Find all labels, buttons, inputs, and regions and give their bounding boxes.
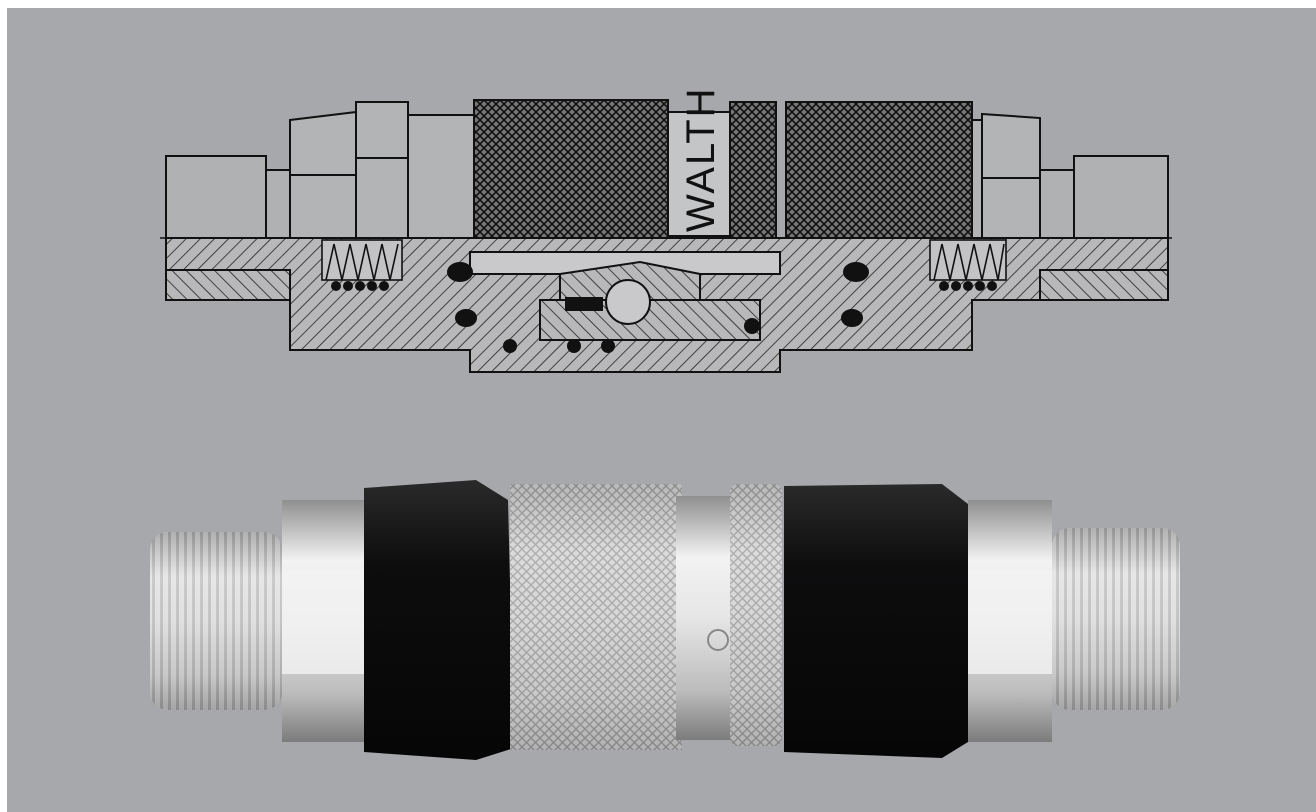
locking-ball xyxy=(605,279,651,325)
left-black-sleeve xyxy=(364,480,514,760)
coupling-photo xyxy=(150,480,1180,760)
left-knurled-sleeve xyxy=(473,99,669,239)
right-knurled-sleeve xyxy=(785,101,973,239)
right-end-fitting xyxy=(1073,155,1169,239)
left-o-ring xyxy=(447,262,473,282)
locking-ring xyxy=(729,101,777,239)
left-end-fitting xyxy=(165,155,267,239)
right-hex-nut xyxy=(981,112,1041,239)
drawing-brand-label: WALTH xyxy=(679,86,723,232)
right-black-sleeve xyxy=(784,484,968,758)
left-spring xyxy=(321,239,403,281)
cross-section-drawing xyxy=(160,99,1172,373)
right-spring xyxy=(929,239,1007,281)
center-band xyxy=(676,496,734,740)
right-o-ring xyxy=(843,262,869,282)
